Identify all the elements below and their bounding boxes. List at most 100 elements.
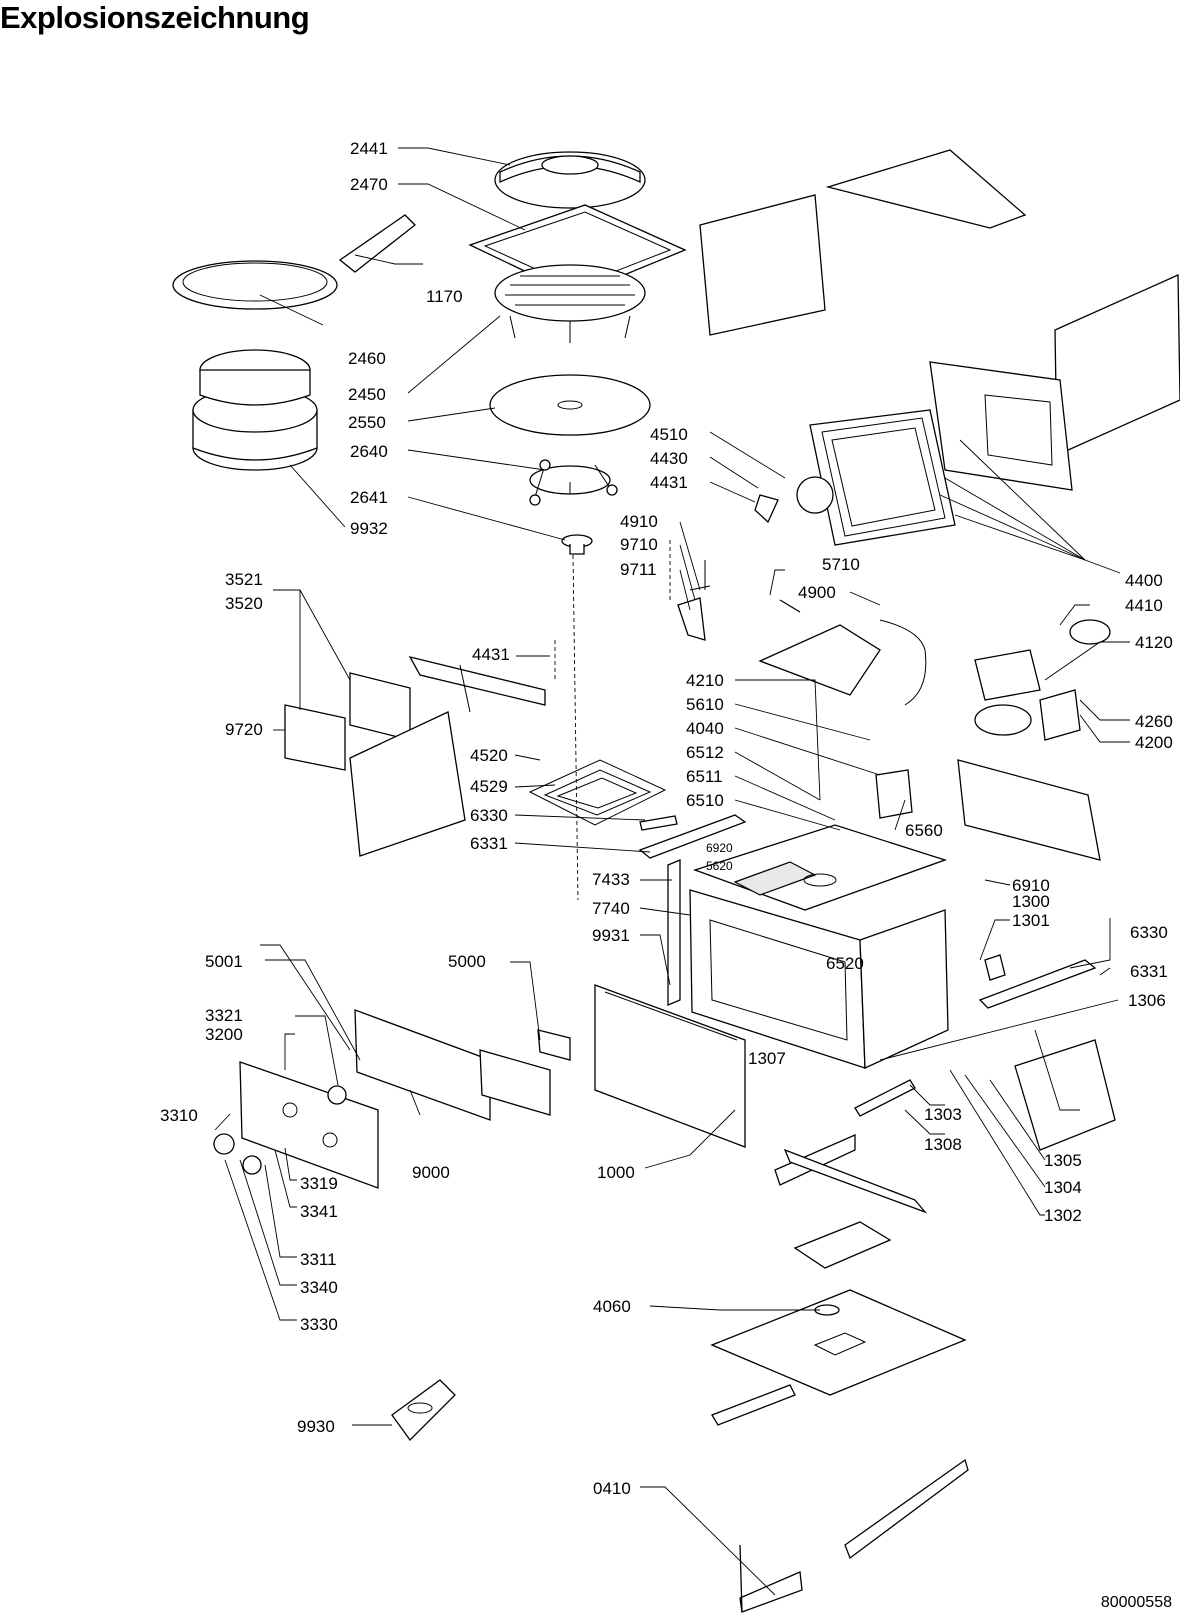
label-1307: 1307: [748, 1049, 786, 1068]
label-6330b: 6330: [1130, 923, 1168, 942]
label-4120: 4120: [1135, 633, 1173, 652]
label-5620: 5620: [706, 859, 733, 873]
label-5710: 5710: [822, 555, 860, 574]
label-9931: 9931: [592, 926, 630, 945]
label-4900: 4900: [798, 583, 836, 602]
label-3340: 3340: [300, 1278, 338, 1297]
part-5001-switch-assembly: [327, 1009, 491, 1121]
part-4060-base: [710, 1221, 967, 1396]
part-2641-coupling: [561, 534, 593, 555]
part-5000-switches: [479, 1029, 571, 1116]
part-2450-rack: [494, 264, 646, 343]
part-3310-knob: [213, 1133, 262, 1175]
part-4040-magnetron: [875, 769, 913, 819]
label-6510: 6510: [686, 791, 724, 810]
part-2640-roller-ring: [529, 459, 618, 506]
label-4200: 4200: [1135, 733, 1173, 752]
label-4529: 4529: [470, 777, 508, 796]
label-4431b: 4431: [472, 645, 510, 664]
label-3330: 3330: [300, 1315, 338, 1334]
label-2460: 2460: [348, 349, 386, 368]
document-number: 80000558: [1100, 1594, 1172, 1611]
label-2640: 2640: [350, 442, 388, 461]
label-4210: 4210: [686, 671, 724, 690]
label-5610: 5610: [686, 695, 724, 714]
label-4410: 4410: [1125, 596, 1163, 615]
label-4520: 4520: [470, 746, 508, 765]
part-1303-rail: [854, 1079, 916, 1117]
part-cabinet-side-right: [1054, 274, 1180, 456]
part-bottom-rail: [774, 1134, 928, 1214]
label-1304: 1304: [1044, 1178, 1082, 1197]
label-2550: 2550: [348, 413, 386, 432]
part-1306-panel: [1014, 1039, 1116, 1151]
assembly-axes: [554, 540, 671, 901]
label-7740: 7740: [592, 899, 630, 918]
label-1305: 1305: [1044, 1151, 1082, 1170]
label-7433: 7433: [592, 870, 630, 889]
label-3521: 3521: [225, 570, 263, 589]
label-4910: 4910: [620, 512, 658, 531]
part-labels: 2441 2470 1170 2460 2450 2550 2640 2641 …: [160, 139, 1173, 1498]
part-1000-door: [594, 984, 746, 1148]
label-2441: 2441: [350, 139, 388, 158]
part-cavity-body: [667, 859, 949, 1069]
part-1300-switch: [984, 954, 1006, 981]
label-3200: 3200: [205, 1025, 243, 1044]
label-2641: 2641: [350, 488, 388, 507]
label-3319: 3319: [300, 1174, 338, 1193]
label-3520: 3520: [225, 594, 263, 613]
part-9720-pcb: [284, 704, 346, 771]
label-1300: 1300: [1012, 892, 1050, 911]
label-4431a: 4431: [650, 473, 688, 492]
label-4510: 4510: [650, 425, 688, 444]
label-6512: 6512: [686, 743, 724, 762]
label-4430: 4430: [650, 449, 688, 468]
label-9710: 9710: [620, 535, 658, 554]
label-6331a: 6331: [470, 834, 508, 853]
label-3341: 3341: [300, 1202, 338, 1221]
label-5001: 5001: [205, 952, 243, 971]
part-cavity-back: [929, 361, 1073, 491]
label-6920: 6920: [706, 841, 733, 855]
part-2550-turntable: [489, 374, 651, 436]
label-6330a: 6330: [470, 806, 508, 825]
label-3310: 3310: [160, 1106, 198, 1125]
label-2450: 2450: [348, 385, 386, 404]
label-1170: 1170: [426, 287, 463, 306]
part-2441-cover: [494, 151, 646, 209]
label-6520: 6520: [826, 954, 864, 973]
label-3311: 3311: [300, 1250, 337, 1269]
label-1308: 1308: [924, 1135, 962, 1154]
part-4200-bracket: [957, 759, 1101, 861]
part-4430-fan: [754, 476, 834, 524]
label-4060: 4060: [593, 1297, 631, 1316]
label-1302: 1302: [1044, 1206, 1082, 1225]
part-cabinet-side-left: [699, 194, 826, 336]
part-6330-strip: [639, 815, 678, 831]
label-6910: 6910: [1012, 876, 1050, 895]
part-9930-holder: [391, 1379, 456, 1442]
label-5000: 5000: [448, 952, 486, 971]
label-4260: 4260: [1135, 712, 1173, 731]
part-5710-4900-wiring: [758, 599, 927, 706]
part-3520-bracket: [408, 656, 546, 713]
part-1170-handle: [338, 214, 416, 273]
part-4910-bracket: [677, 560, 711, 641]
part-4400-frames: [809, 409, 956, 546]
label-9000: 9000: [412, 1163, 450, 1182]
label-1301: 1301: [1012, 911, 1050, 930]
label-6560: 6560: [905, 821, 943, 840]
part-4410-transformer: [974, 619, 1111, 741]
page-title: Explosionszeichnung: [0, 0, 310, 35]
part-side-panel-left: [349, 711, 466, 857]
part-4520-grill-element: [528, 759, 667, 826]
label-6331b: 6331: [1130, 962, 1168, 981]
part-4060-feet: [711, 1384, 796, 1426]
label-2470: 2470: [350, 175, 388, 194]
label-9932: 9932: [350, 519, 388, 538]
label-9930: 9930: [297, 1417, 335, 1436]
part-6331-rail: [638, 814, 747, 859]
label-9720: 9720: [225, 720, 263, 739]
